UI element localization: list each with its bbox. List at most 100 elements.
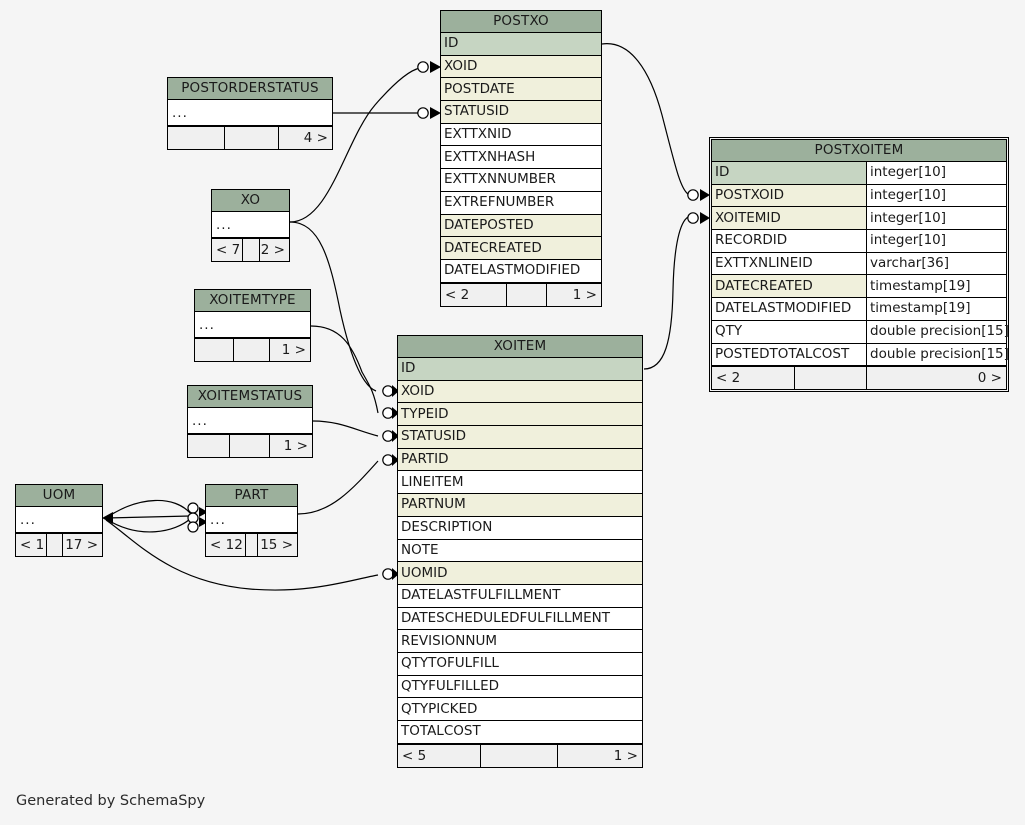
table-xoitemstatus[interactable]: XOITEMSTATUS ... 1 > xyxy=(187,385,313,458)
footer-children: 17 > xyxy=(65,537,98,553)
column-name: QTYTOFULFILL xyxy=(401,655,499,672)
table-row[interactable]: EXTTXNHASH xyxy=(441,146,601,170)
table-row[interactable]: REVISIONNUM xyxy=(398,630,642,653)
table-row[interactable]: QTYTOFULFILL xyxy=(398,652,642,676)
table-row[interactable]: ID xyxy=(398,358,642,381)
column-name: TYPEID xyxy=(401,405,449,422)
table-row[interactable]: POSTDATE xyxy=(441,78,601,102)
column-type: integer[10] xyxy=(866,162,1006,184)
table-row[interactable]: STATUSID xyxy=(398,426,642,449)
table-row[interactable]: UOMID xyxy=(398,562,642,585)
column-name: RECORDID xyxy=(715,232,788,249)
table-title: POSTORDERSTATUS xyxy=(168,78,332,100)
table-columns: ID integer[10] POSTXOID integer[10] XOIT… xyxy=(712,162,1009,367)
table-row[interactable]: NOTE xyxy=(398,539,642,563)
column-name: PARTID xyxy=(401,451,449,468)
terminator-postxo-statusid xyxy=(417,107,441,119)
footer-parents xyxy=(168,127,224,149)
table-row[interactable]: DATELASTMODIFIED timestamp[19] xyxy=(712,298,1006,321)
table-row[interactable]: DATELASTMODIFIED xyxy=(441,259,601,283)
column-name: ID xyxy=(444,35,459,52)
table-row[interactable]: POSTXOID integer[10] xyxy=(712,184,1006,208)
table-row[interactable]: DATECREATED timestamp[19] xyxy=(712,275,1006,299)
table-xo[interactable]: XO ... < 7 2 > xyxy=(211,189,290,262)
table-row[interactable]: EXTTXNNUMBER xyxy=(441,169,601,192)
table-row[interactable]: QTY double precision[15] xyxy=(712,320,1009,344)
footer-parents: < 7 xyxy=(216,242,241,258)
column-type: integer[10] xyxy=(866,230,1006,252)
table-row[interactable]: DATESCHEDULEDFULFILLMENT xyxy=(398,607,642,631)
table-row[interactable]: XOITEMID integer[10] xyxy=(712,207,1006,231)
footer-children: 0 > xyxy=(977,370,1002,387)
footer-middle xyxy=(245,534,258,556)
table-row[interactable]: TOTALCOST xyxy=(398,721,642,744)
table-ellipsis-row: ... xyxy=(188,408,312,434)
table-row[interactable]: EXTREFNUMBER xyxy=(441,191,601,215)
table-title: POSTXO xyxy=(441,11,601,33)
table-row[interactable]: QTYFULFILLED xyxy=(398,675,642,699)
table-row[interactable]: ID xyxy=(441,33,601,56)
table-row[interactable]: DESCRIPTION xyxy=(398,516,642,540)
table-postorderstatus[interactable]: POSTORDERSTATUS ... 4 > xyxy=(167,77,333,150)
table-row[interactable]: ID integer[10] xyxy=(712,162,1006,185)
terminator-postxoitem-xoitemid xyxy=(687,212,710,224)
column-type: timestamp[19] xyxy=(866,275,1006,298)
column-type: timestamp[19] xyxy=(866,298,1006,320)
column-name: DATELASTMODIFIED xyxy=(444,262,581,279)
footer-children: 2 > xyxy=(260,242,285,258)
table-row[interactable]: RECORDID integer[10] xyxy=(712,230,1006,253)
table-columns: ID XOID POSTDATE STATUSID EXTTXNID EXTTX… xyxy=(441,33,601,283)
column-name: DATELASTFULFILLMENT xyxy=(401,587,561,604)
footer-middle xyxy=(794,367,867,390)
table-row[interactable]: EXTTXNLINEID varchar[36] xyxy=(712,252,1006,276)
table-title: UOM xyxy=(16,485,102,507)
table-uom[interactable]: UOM ... < 1 17 > xyxy=(15,484,103,557)
terminator-postxoitem-postxoid xyxy=(687,189,710,201)
table-row[interactable]: QTYPICKED xyxy=(398,698,642,721)
table-footer: < 7 2 > xyxy=(212,238,289,261)
table-footer: 4 > xyxy=(168,126,332,149)
footer-middle xyxy=(480,744,558,767)
table-row[interactable]: DATELASTFULFILLMENT xyxy=(398,584,642,608)
table-postxo[interactable]: POSTXO ID XOID POSTDATE STATUSID EXTTXNI… xyxy=(440,10,602,307)
table-title: XOITEM xyxy=(398,336,642,358)
column-type: varchar[36] xyxy=(866,252,1006,275)
footer-parents: < 2 xyxy=(716,370,741,387)
table-title: XOITEMSTATUS xyxy=(188,386,312,408)
table-row[interactable]: PARTID xyxy=(398,448,642,472)
column-name: POSTDATE xyxy=(444,80,515,97)
table-footer: < 2 0 > xyxy=(712,366,1006,390)
table-row[interactable]: EXTTXNID xyxy=(441,123,601,147)
column-type: double precision[15] xyxy=(866,320,1009,343)
table-xoitemtype[interactable]: XOITEMTYPE ... 1 > xyxy=(194,289,311,362)
column-name: XOID xyxy=(444,58,478,75)
edge-xoitemtype-xoitem-typeid xyxy=(310,325,379,414)
footer-children: 1 > xyxy=(281,342,306,358)
table-row[interactable]: PARTNUM xyxy=(398,494,642,517)
table-row[interactable]: POSTEDTOTALCOST double precision[15] xyxy=(712,343,1009,367)
column-name: UOMID xyxy=(401,564,448,581)
column-name: DATESCHEDULEDFULFILLMENT xyxy=(401,609,610,626)
column-name: EXTREFNUMBER xyxy=(444,194,555,211)
column-type: integer[10] xyxy=(866,184,1006,207)
table-title: XOITEMTYPE xyxy=(195,290,310,312)
table-ellipsis-row: ... xyxy=(168,100,332,126)
column-name: XOITEMID xyxy=(715,209,781,226)
footer-children: 4 > xyxy=(303,130,328,146)
table-xoitem[interactable]: XOITEM ID XOID TYPEID STATUSID PARTID LI… xyxy=(397,335,643,768)
footer-middle xyxy=(233,339,270,361)
table-row[interactable]: TYPEID xyxy=(398,403,642,427)
table-row[interactable]: STATUSID xyxy=(441,101,601,124)
footer-parents xyxy=(188,435,229,457)
column-name: QTY xyxy=(715,323,743,340)
table-row[interactable]: XOID xyxy=(398,380,642,404)
table-ellipsis-row: ... xyxy=(195,312,310,338)
table-row[interactable]: XOID xyxy=(441,55,601,79)
footer-middle xyxy=(242,239,260,261)
table-postxoitem[interactable]: POSTXOITEM ID integer[10] POSTXOID integ… xyxy=(709,136,1009,393)
table-row[interactable]: LINEITEM xyxy=(398,471,642,495)
table-row[interactable]: DATECREATED xyxy=(441,237,601,260)
table-row[interactable]: DATEPOSTED xyxy=(441,214,601,238)
table-part[interactable]: PART ... < 12 15 > xyxy=(205,484,298,557)
footer-parents: < 5 xyxy=(402,747,427,764)
